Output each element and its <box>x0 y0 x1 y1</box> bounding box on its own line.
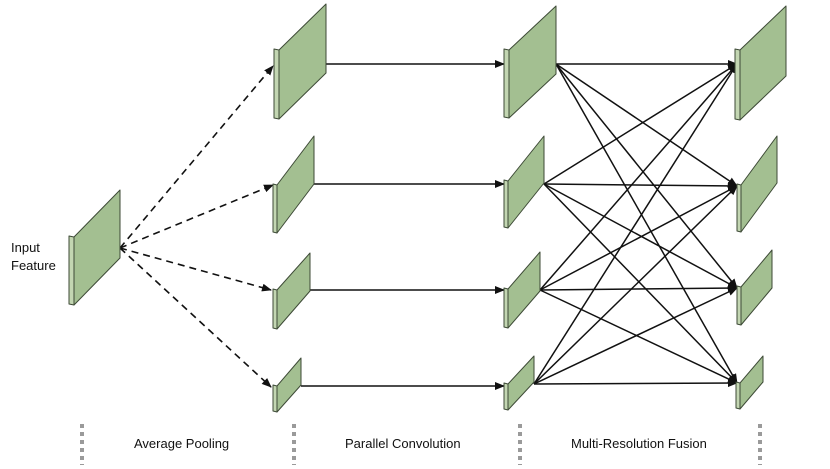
conv-4-side <box>503 382 509 411</box>
conv-feature-block-1 <box>503 5 557 119</box>
input-feature-label: Input Feature <box>11 239 56 275</box>
input-feature-side <box>68 235 75 306</box>
fused-3-front <box>740 249 773 326</box>
conv-1-front <box>508 5 557 119</box>
fusion-arrow-4-4 <box>533 379 738 388</box>
fusion-arrow-4-3 <box>533 287 738 385</box>
feature-blocks <box>68 3 787 413</box>
conv-4-front <box>507 355 535 411</box>
fused-2-side <box>736 183 742 233</box>
fusion-arrow-1-2 <box>555 63 738 187</box>
fused-feature-block-1 <box>734 5 787 121</box>
conv-feature-block-4 <box>503 355 535 411</box>
pool-arrow-1 <box>119 65 274 249</box>
pool-arrow-2 <box>119 184 274 249</box>
conv-feature-block-2 <box>503 135 545 229</box>
fusion-arrow-3-3 <box>539 284 738 293</box>
pooled-2-side <box>272 183 278 234</box>
pool-arrow-3 <box>119 247 272 292</box>
fusion-arrow-1-3 <box>555 63 738 289</box>
pooled-4-side <box>272 384 278 413</box>
fused-feature-block-4 <box>735 355 764 410</box>
fused-2-front <box>740 135 778 233</box>
fusion-arrow-2-4 <box>543 183 738 384</box>
fused-feature-block-3 <box>736 249 773 326</box>
pooled-feature-block-2 <box>272 135 315 234</box>
fused-feature-block-2 <box>736 135 778 233</box>
stage-label-multi-resolution-fusion: Multi-Resolution Fusion <box>571 436 707 451</box>
stage-dividers <box>80 424 762 465</box>
fusion-arrow-1-4 <box>555 63 738 384</box>
fused-4-side <box>735 381 741 410</box>
fusion-arrow-4-2 <box>533 185 738 385</box>
pooled-1-front <box>278 3 327 120</box>
fusion-arrow-2-3 <box>543 183 738 289</box>
pooled-feature-block-1 <box>273 3 327 120</box>
stage-label-parallel-convolution: Parallel Convolution <box>345 436 461 451</box>
pooled-3-side <box>272 288 278 330</box>
fused-4-front <box>739 355 764 410</box>
input-label-line1: Input <box>11 240 40 255</box>
input-feature-block <box>68 189 121 306</box>
fusion-arrow-3-2 <box>539 185 738 291</box>
fused-3-side <box>736 285 742 326</box>
conv-arrows <box>301 60 505 390</box>
pooling-arrows <box>119 65 274 388</box>
fusion-arrow-3-4 <box>539 289 738 384</box>
pooled-1-side <box>273 48 280 120</box>
input-label-line2: Feature <box>11 258 56 273</box>
fused-1-side <box>734 48 741 121</box>
fusion-arrows <box>533 60 738 388</box>
pooled-feature-block-3 <box>272 252 311 330</box>
pool-arrow-4 <box>119 247 272 388</box>
fusion-arrow-4-1 <box>533 63 738 385</box>
fused-1-front <box>739 5 787 121</box>
pooled-3-front <box>276 252 311 330</box>
conv-2-side <box>503 179 509 229</box>
fusion-arrow-2-2 <box>543 181 738 190</box>
conv-feature-block-3 <box>503 251 541 329</box>
fusion-arrow-2-1 <box>543 63 738 185</box>
pooled-4-front <box>276 357 302 413</box>
conv-2-front <box>507 135 545 229</box>
fusion-arrow-3-1 <box>539 63 738 291</box>
pooled-feature-block-4 <box>272 357 302 413</box>
conv-3-side <box>503 287 509 329</box>
stage-label-average-pooling: Average Pooling <box>134 436 230 451</box>
input-feature-front <box>73 189 121 306</box>
pooled-2-front <box>276 135 315 234</box>
conv-3-front <box>507 251 541 329</box>
conv-1-side <box>503 48 510 119</box>
